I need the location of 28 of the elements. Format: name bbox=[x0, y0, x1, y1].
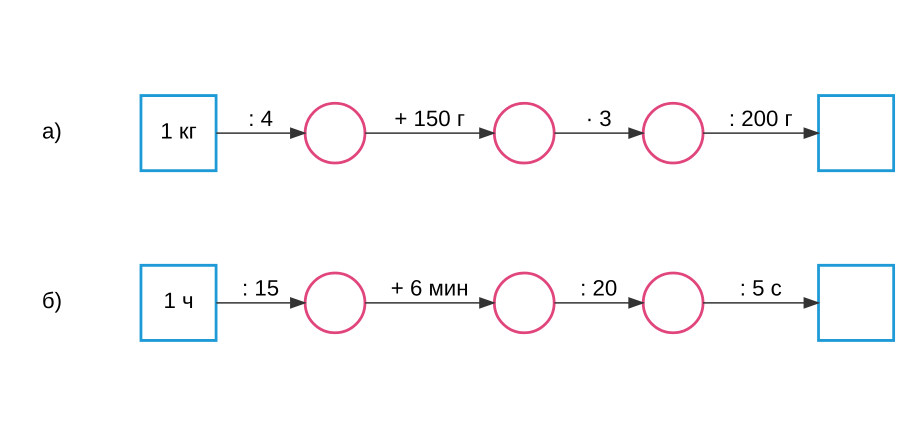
node-circle bbox=[642, 272, 704, 334]
edge-label: : 5 с bbox=[740, 276, 782, 301]
arrow bbox=[703, 297, 820, 309]
edge-label: : 20 bbox=[580, 276, 618, 301]
arrow bbox=[554, 127, 646, 139]
edge-label: + 150 г bbox=[394, 106, 465, 131]
node-box: 1 кг bbox=[140, 94, 218, 172]
arrow bbox=[216, 127, 307, 139]
edge-label: : 4 bbox=[248, 106, 273, 131]
label: б) bbox=[42, 288, 62, 314]
label: а) bbox=[42, 118, 62, 144]
node-box: 1 ч bbox=[140, 264, 218, 342]
edge-label: : 15 bbox=[242, 276, 280, 301]
arrow bbox=[365, 127, 496, 139]
node-circle bbox=[492, 102, 556, 164]
node-box bbox=[817, 264, 896, 342]
edge-label: : 200 г bbox=[728, 106, 793, 131]
arrow bbox=[365, 297, 496, 309]
node-circle bbox=[304, 102, 366, 164]
edge-label: · 3 bbox=[586, 106, 612, 131]
node-circle bbox=[304, 272, 366, 334]
arrow bbox=[703, 127, 820, 139]
edge-label: + 6 мин bbox=[390, 276, 469, 301]
node-circle bbox=[492, 272, 556, 334]
node-box bbox=[817, 94, 896, 172]
arrow bbox=[216, 297, 307, 309]
arrow bbox=[554, 297, 646, 309]
node-circle bbox=[642, 102, 704, 164]
